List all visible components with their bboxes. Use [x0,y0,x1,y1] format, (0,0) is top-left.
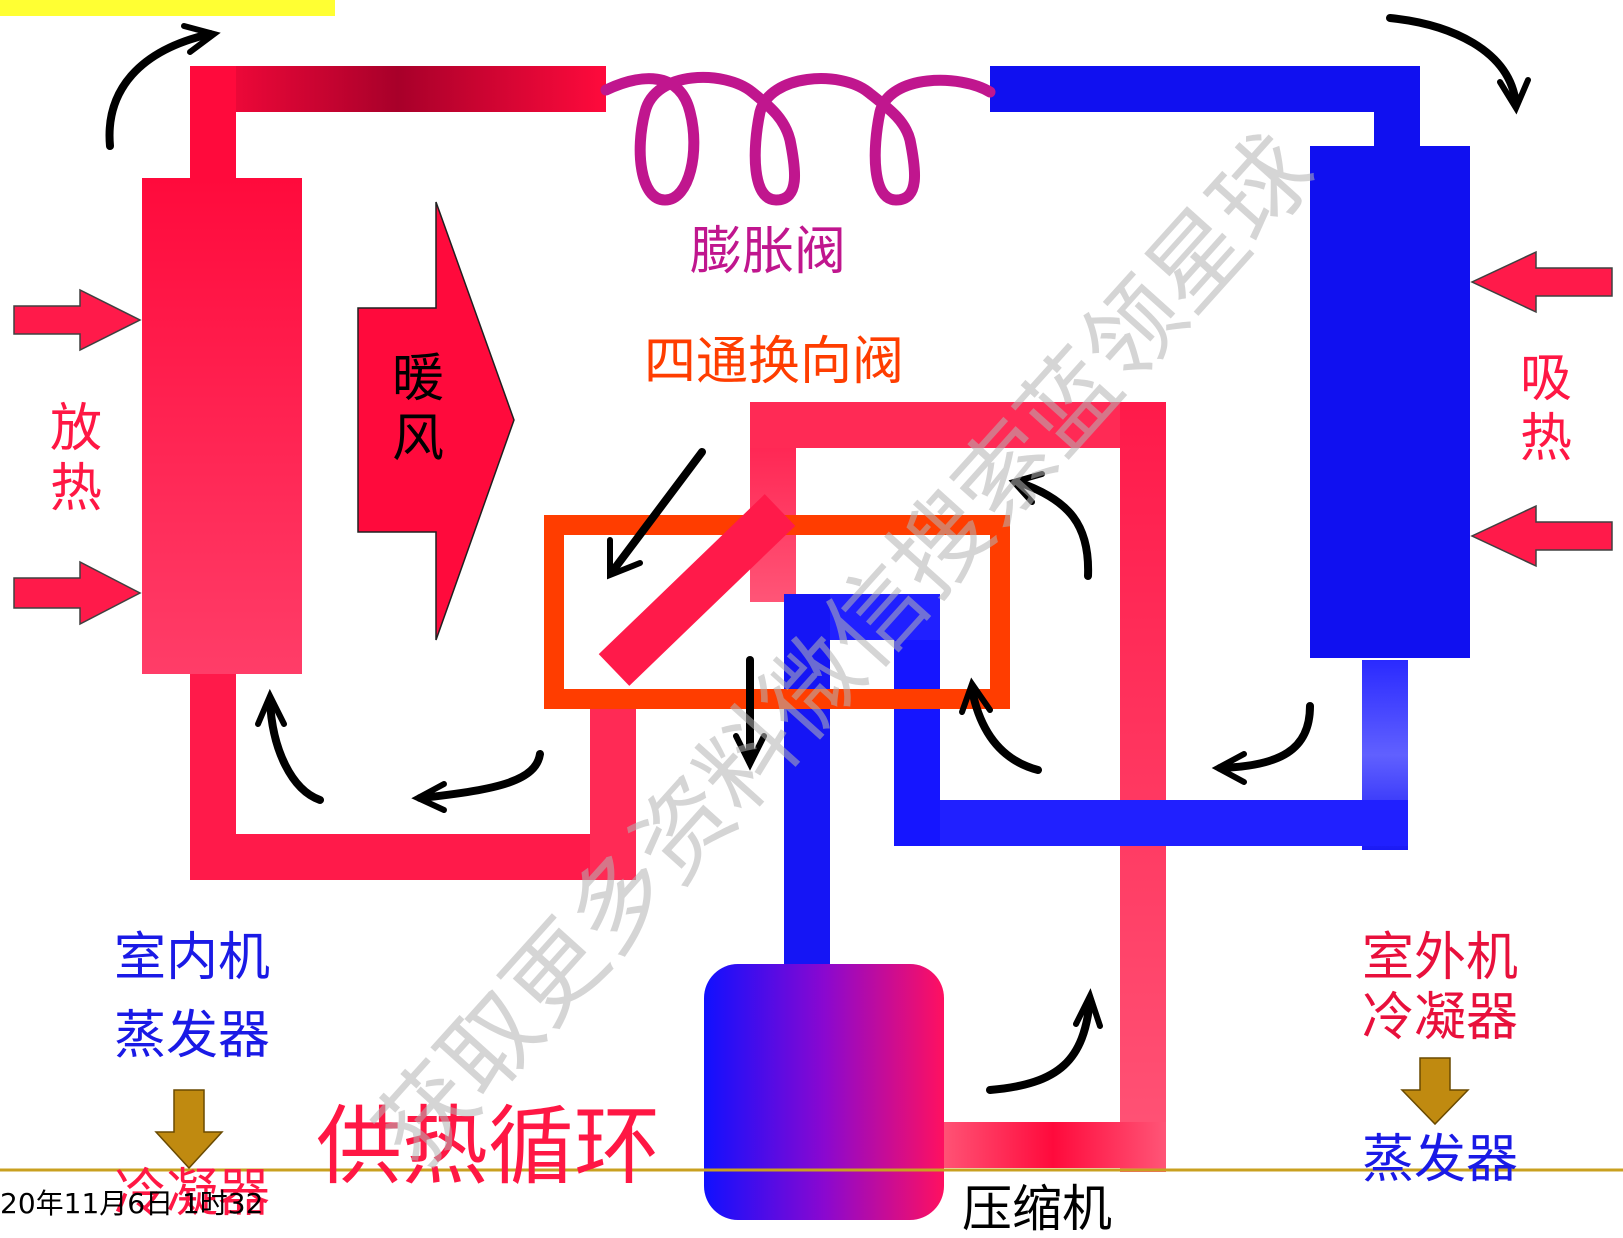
warm-air-arrow [357,201,515,641]
four-way-valve [544,494,1010,709]
expansion-valve-coil [600,72,996,206]
release-heat-char-2: 热 [50,458,103,519]
release-heat-label: 放 热 [50,399,103,520]
flow-arrow-diagonal [608,448,706,576]
warm-air-char-1: 暖 [392,349,445,409]
absorb-heat-char-2: 热 [1520,408,1573,469]
indoor-heat-exchanger [142,178,302,674]
warm-air-label: 暖 风 [392,349,445,470]
expansion-valve-label: 膨胀阀 [690,222,847,282]
yellow-corner-bar [0,0,335,16]
flow-arrow-bottom-left [416,750,544,802]
indoor-evaporator-label: 蒸发器 [114,1006,271,1066]
absorb-heat-char-1: 吸 [1520,349,1573,409]
flow-arrow-return [968,686,1042,774]
arrow-in-left-2 [13,560,142,626]
outdoor-heat-exchanger [1310,146,1470,658]
arrow-in-left-1 [13,288,142,352]
outdoor-condenser-label: 冷凝器 [1362,988,1519,1048]
flow-arrows [105,14,1531,1094]
down-arrow-left [154,1089,224,1170]
outdoor-unit-label: 室外机 [1362,928,1519,988]
page-title: 供热循环 [316,1097,660,1197]
compressor-label: 压缩机 [962,1180,1112,1238]
release-heat-char-1: 放 [50,399,103,459]
flow-arrow-outdoor-return [1216,702,1314,772]
arrow-in-right-2 [1470,504,1613,568]
flow-arrow-top-left [105,30,214,150]
flow-arrow-top-right [1386,14,1520,108]
flow-arrow-compressor-out [986,996,1094,1094]
hot-pipes [190,66,1166,1172]
arrow-in-right-1 [1470,250,1613,314]
flow-arrow-up-right [1014,478,1093,580]
down-arrow-right [1400,1057,1470,1126]
indoor-becomes-label: 冷凝器 [114,1164,271,1224]
cold-pipes [784,66,1420,974]
indoor-unit-label: 室内机 [114,928,271,988]
flow-arrow-indoor-up [266,696,324,804]
outdoor-becomes-label: 蒸发器 [1362,1130,1519,1190]
absorb-heat-label: 吸 热 [1520,349,1573,470]
warm-air-char-2: 风 [392,408,445,469]
four-way-valve-label: 四通换向阀 [644,332,905,392]
compressor-body [704,964,944,1220]
footer-date: 20年11月6日 1时32 [0,1187,264,1220]
